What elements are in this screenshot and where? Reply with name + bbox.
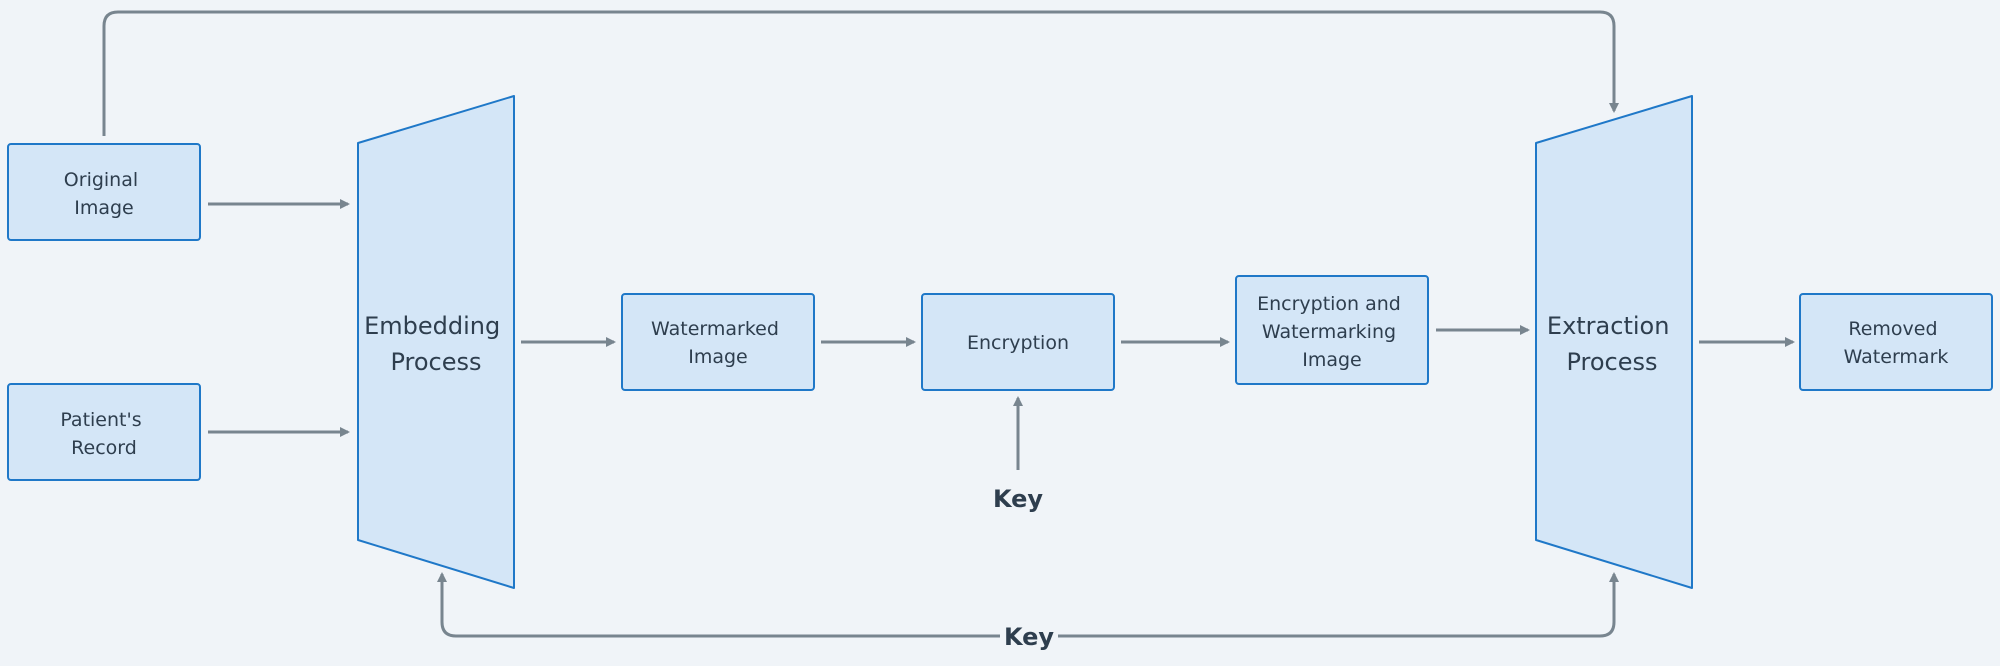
encryption-key-label: Key xyxy=(993,485,1043,513)
extraction-process-label-line1: Extraction xyxy=(1547,312,1670,340)
svg-text:Watermarked Image: Watermarked Image xyxy=(651,318,785,368)
encryption-watermarking-label-line2: Watermarking xyxy=(1262,321,1396,343)
watermarked-image-node: Watermarked Image xyxy=(621,293,815,391)
embedding-process-label-line1: Embedding xyxy=(364,312,500,340)
encryption-label: Encryption xyxy=(967,332,1069,354)
watermarked-image-label-line1: Watermarked xyxy=(651,318,779,340)
removed-watermark-label-line1: Removed xyxy=(1848,318,1937,340)
removed-watermark-label-line2: Watermark xyxy=(1844,346,1949,368)
original-image-label-line1: Original xyxy=(64,169,138,191)
svg-text:Encryption: Encryption xyxy=(967,332,1069,354)
arrow-original-to-extraction-top xyxy=(102,10,1619,136)
encryption-watermarking-label-line1: Encryption and xyxy=(1257,293,1401,315)
shared-key-label-background xyxy=(1000,618,1058,654)
extraction-process-node: Extraction Process xyxy=(1535,95,1693,589)
encryption-watermarking-image-node: Encryption and Watermarking Image xyxy=(1235,275,1429,385)
original-image-node: Original Image xyxy=(7,143,201,241)
patient-record-label-line2: Record xyxy=(71,437,137,459)
shared-key-label: Key xyxy=(1004,623,1054,651)
svg-text:Encryption and Watermark: Encryption and Watermarking Image xyxy=(1257,293,1407,371)
patient-record-label-line1: Patient's xyxy=(60,409,141,431)
removed-watermark-node: Removed Watermark xyxy=(1799,293,1993,391)
svg-text:Extraction Process: Extraction Process xyxy=(1547,312,1677,376)
embedding-process-label-line2: Process xyxy=(390,348,481,376)
watermarked-image-label-line2: Image xyxy=(688,346,748,368)
svg-text:Embedding Process: Embedding Process xyxy=(364,312,508,376)
embedding-process-node: Embedding Process xyxy=(357,95,515,589)
extraction-process-label-line2: Process xyxy=(1566,348,1657,376)
svg-text:Original Image: Original Image xyxy=(64,169,144,219)
svg-text:Patient's Record: Patient's Record xyxy=(60,409,147,459)
patient-record-node: Patient's Record xyxy=(7,383,201,481)
svg-text:Removed Watermark: Removed Watermark xyxy=(1844,318,1949,368)
encryption-watermarking-label-line3: Image xyxy=(1302,349,1362,371)
original-image-label-line2: Image xyxy=(74,197,134,219)
encryption-node: Encryption xyxy=(921,293,1115,391)
